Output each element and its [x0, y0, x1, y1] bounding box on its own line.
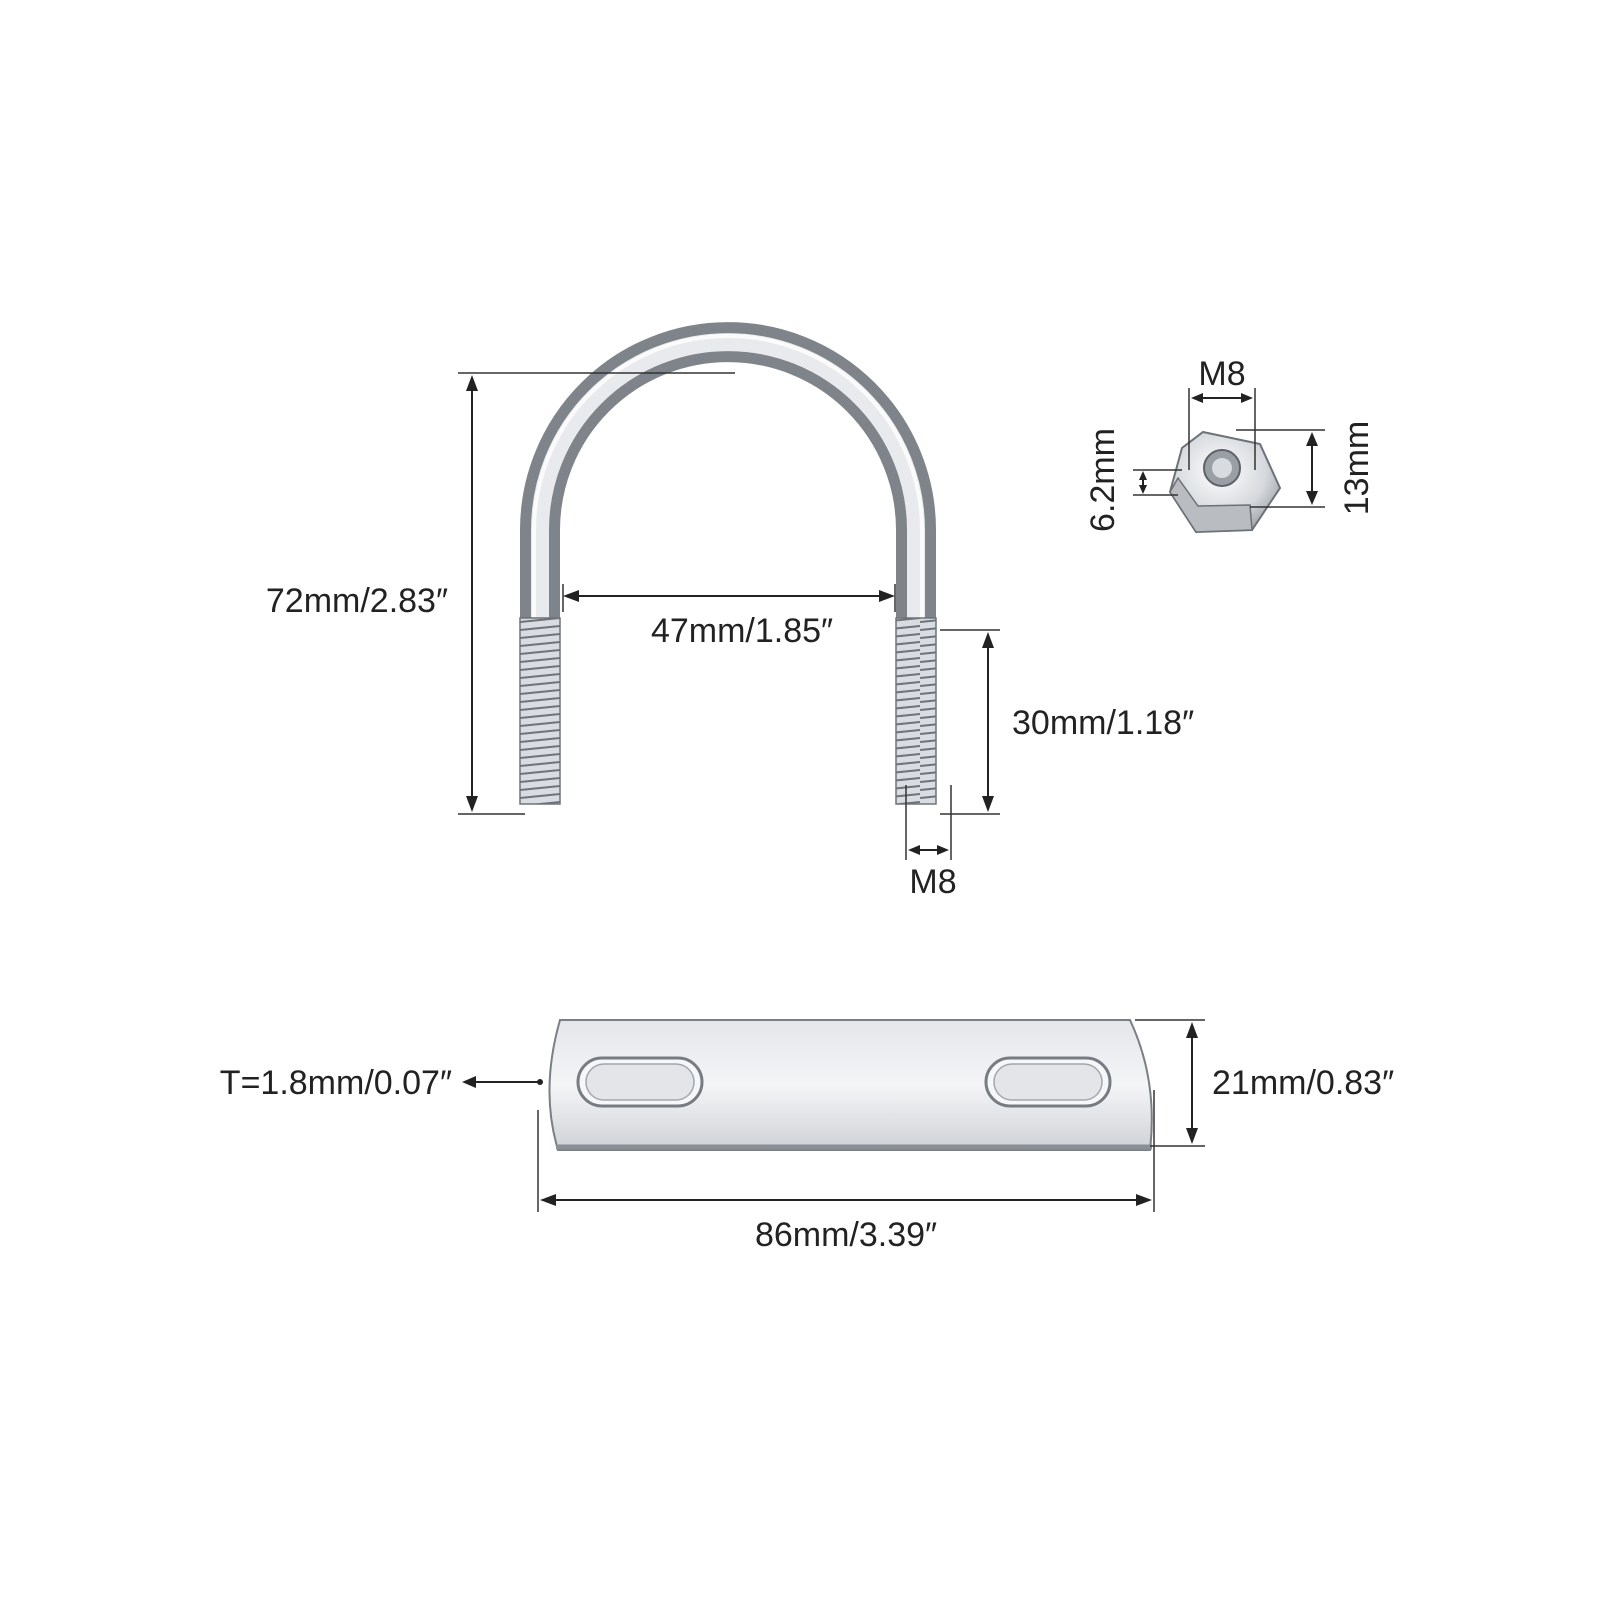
plate-length-dimension: 86mm/3.39″	[537, 1090, 1155, 1254]
nut-thread-size-dimension: M8	[1188, 355, 1256, 470]
nut-thickness-dimension: 6.2mm	[1084, 428, 1182, 532]
nut-width-label: 13mm	[1338, 421, 1376, 515]
u-bolt-illustration	[519, 322, 937, 805]
plate-thickness-pointer: T=1.8mm/0.07″	[220, 1064, 543, 1102]
u-bolt-right-thread	[895, 617, 937, 805]
plate-width-label: 21mm/0.83″	[1212, 1064, 1394, 1102]
u-bolt-thread-length-label: 30mm/1.18″	[1012, 704, 1194, 742]
plate-length-label: 86mm/3.39″	[755, 1216, 937, 1254]
u-bolt-left-thread	[519, 617, 561, 805]
nut-thickness-label: 6.2mm	[1084, 428, 1122, 532]
u-bolt-thread-length-dimension: 30mm/1.18″	[940, 629, 1194, 815]
nut-width-dimension: 13mm	[1236, 421, 1376, 515]
plate-thickness-label: T=1.8mm/0.07″	[220, 1064, 452, 1102]
plate-illustration	[548, 1019, 1153, 1151]
u-bolt-height-dimension: 72mm/2.83″	[266, 372, 735, 815]
u-bolt-rod	[520, 322, 936, 618]
u-bolt-rod-shine	[532, 334, 924, 618]
u-bolt-thread-size-label: M8	[909, 863, 956, 901]
hex-nut-illustration	[1168, 430, 1282, 534]
plate-right-slot-inner	[993, 1063, 1103, 1101]
u-bolt-inner-width-label: 47mm/1.85″	[651, 612, 833, 650]
plate-width-dimension: 21mm/0.83″	[1135, 1019, 1394, 1147]
hex-nut-hole-thread	[1212, 458, 1232, 478]
nut-thread-size-label: M8	[1198, 355, 1245, 393]
u-bolt-thread-size-dimension: M8	[905, 785, 957, 901]
u-bolt-height-label: 72mm/2.83″	[266, 582, 448, 620]
hex-nut-side-face	[1169, 476, 1253, 533]
plate-body	[548, 1019, 1153, 1151]
plate-left-slot-inner	[585, 1063, 695, 1101]
u-bolt-inner-width-dimension: 47mm/1.85″	[562, 584, 896, 650]
u-bolt-rod-highlight	[531, 333, 925, 618]
